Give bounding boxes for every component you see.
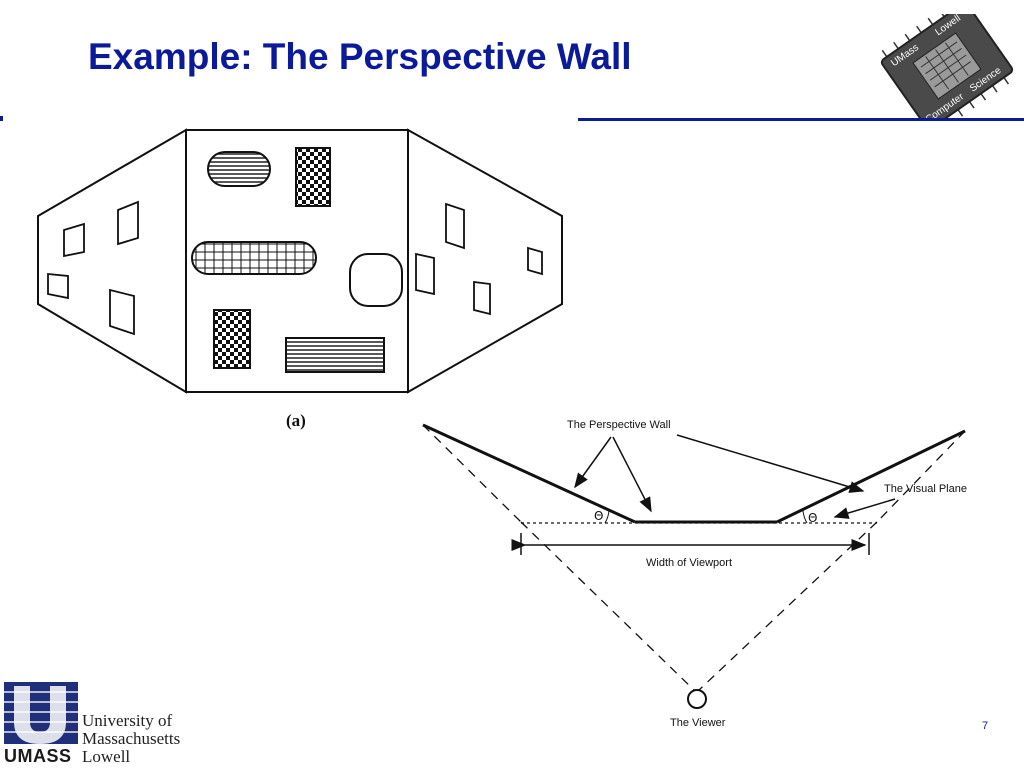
figure-a-caption: (a) — [286, 411, 306, 430]
title-underline — [578, 118, 1024, 121]
slide-title: Example: The Perspective Wall — [88, 36, 632, 77]
perspective-wall-geometry-diagram — [422, 423, 966, 709]
left-edge-mark — [0, 116, 3, 121]
logo-line-massachusetts: Massachusetts — [82, 729, 181, 748]
label-the-visual-plane: The Visual Plane — [884, 483, 967, 495]
logo-line-lowell: Lowell — [82, 747, 131, 766]
label-the-perspective-wall: The Perspective Wall — [567, 419, 671, 431]
umass-emblem-icon — [4, 682, 78, 744]
label-width-of-viewport: Width of Viewport — [646, 557, 733, 569]
page-number: 7 — [982, 720, 989, 732]
perspective-wall-drawing — [37, 128, 563, 394]
theta-right-angle: Θ — [808, 511, 818, 525]
umass-wordmark: UMASS — [4, 746, 72, 766]
theta-left-angle: Θ — [594, 509, 604, 523]
label-the-viewer: The Viewer — [670, 717, 726, 729]
logo-line-university-of: University of — [82, 711, 173, 730]
computer-science-chip-logo: UMass Lowell Computer Science — [880, 14, 1014, 118]
umass-lowell-logo: UMASS University of Massachusetts Lowell — [4, 682, 194, 766]
